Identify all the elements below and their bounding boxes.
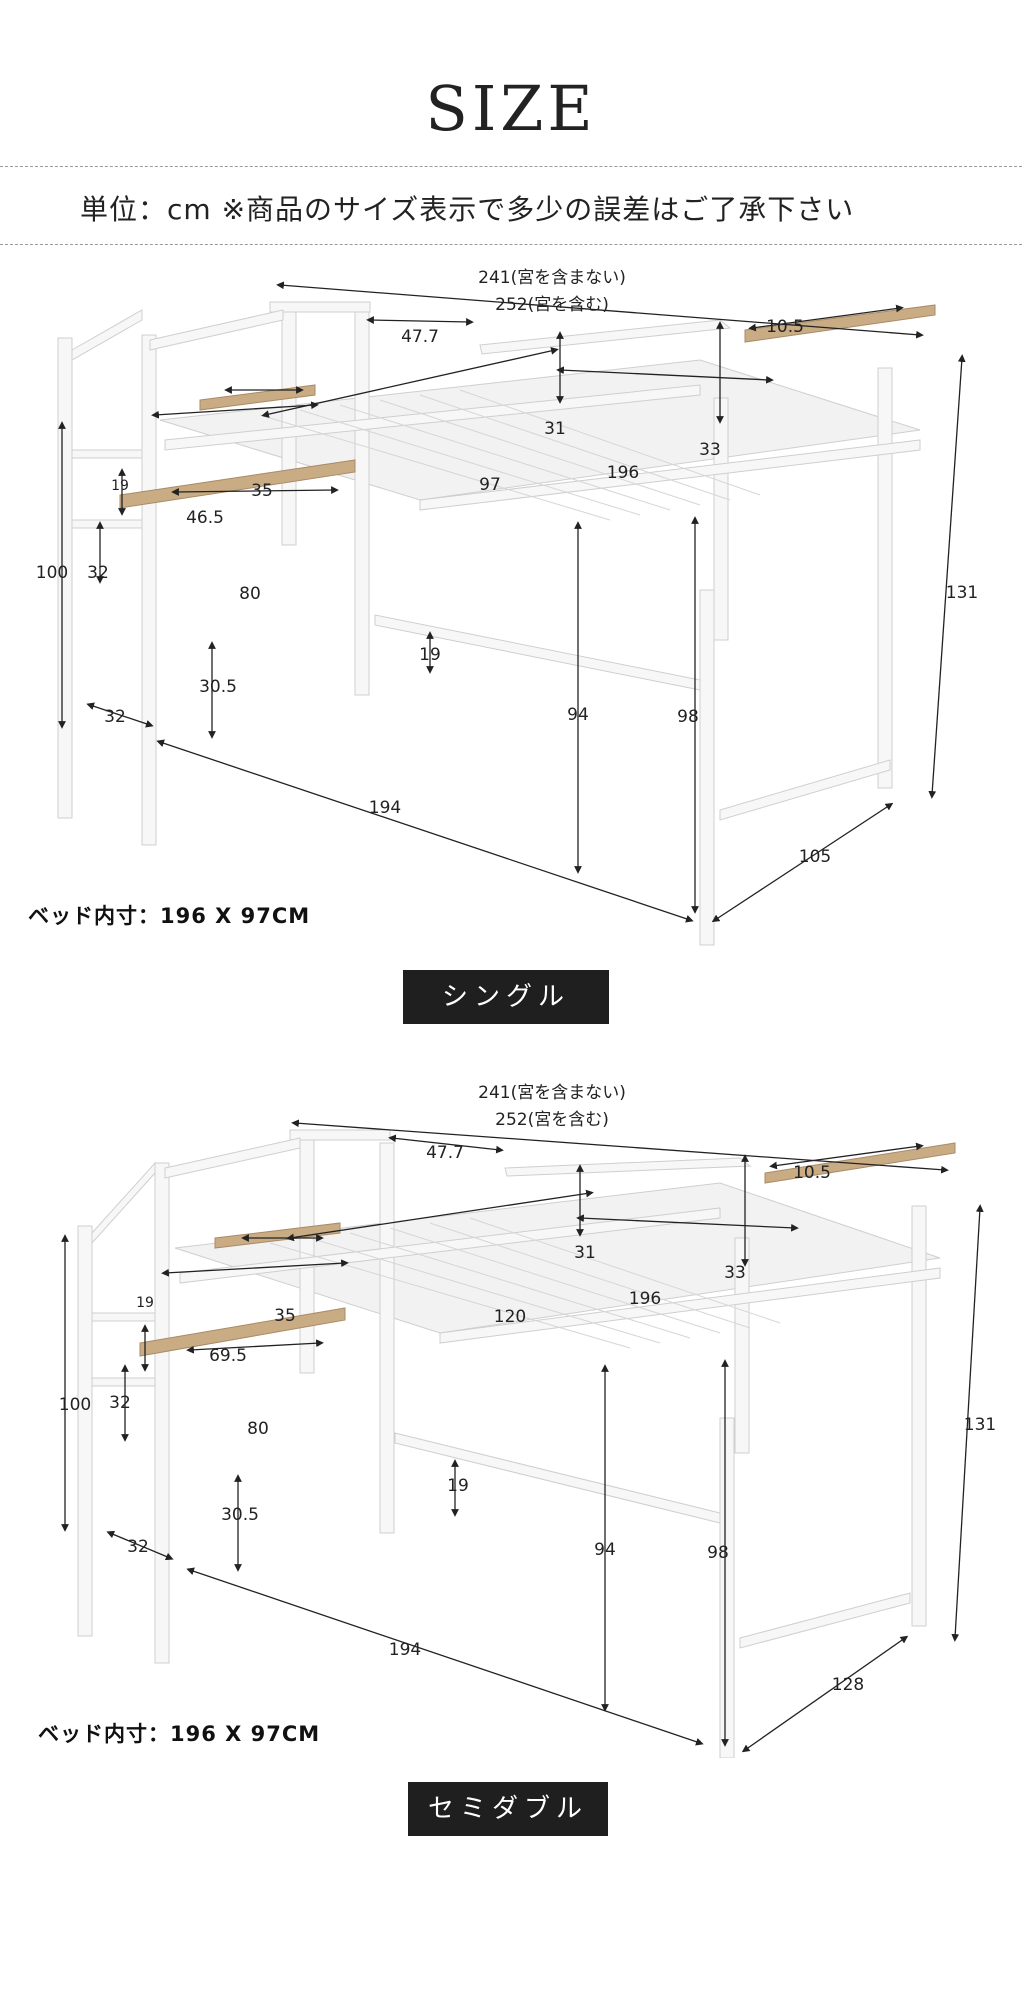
dim-depth: 105 [799, 847, 831, 867]
dim-depth: 128 [832, 1675, 864, 1695]
dim-length-with-headboard: 252(宮を含む) [495, 1110, 609, 1130]
dim-length-no-headboard: 241(宮を含まない) [478, 1083, 626, 1103]
dim-98: 98 [707, 1543, 729, 1563]
dim-35: 35 [251, 481, 273, 501]
dim-100: 100 [59, 1395, 91, 1415]
divider [0, 244, 1022, 245]
type-label-semi-double: セミダブル [408, 1782, 608, 1836]
dim-30-5: 30.5 [199, 677, 237, 697]
dim-98: 98 [677, 707, 699, 727]
bed-diagram-semi-double: 241(宮を含まない) 252(宮を含む) 47.7 10.5 31 33 19… [59, 1083, 996, 1758]
dim-30-5: 30.5 [221, 1505, 259, 1525]
dim-47-7: 47.7 [426, 1143, 464, 1163]
dim-length-with-headboard: 252(宮を含む) [495, 295, 609, 315]
dim-131: 131 [946, 583, 978, 603]
dim-step-19: 19 [136, 1295, 154, 1311]
dim-32-b: 32 [127, 1537, 149, 1557]
dim-length-no-headboard: 241(宮を含まない) [478, 268, 626, 288]
page-title: SIZE [425, 72, 597, 145]
dim-width: 120 [494, 1307, 526, 1327]
dim-131: 131 [964, 1415, 996, 1435]
dim-196: 196 [607, 463, 639, 483]
inner-size-single: ベッド内寸：196 X 97CM [28, 904, 311, 928]
dim-step-19: 19 [111, 478, 129, 494]
dim-32: 32 [109, 1393, 131, 1413]
bed-diagram-single: 241(宮を含まない) 252(宮を含む) 47.7 10.5 31 33 19… [36, 268, 978, 946]
type-label-single: シングル [403, 970, 609, 1024]
dim-32: 32 [87, 563, 109, 583]
divider [0, 166, 1022, 167]
dim-33: 33 [699, 440, 721, 460]
dim-33: 33 [724, 1263, 746, 1283]
dim-shelf-width: 46.5 [186, 508, 224, 528]
dim-47-7: 47.7 [401, 327, 439, 347]
dim-194: 194 [389, 1640, 421, 1660]
dim-32-b: 32 [104, 707, 126, 727]
dim-196: 196 [629, 1289, 661, 1309]
unit-note: 単位：cm ※商品のサイズ表示で多少の誤差はご了承下さい [80, 193, 855, 226]
dim-10-5: 10.5 [793, 1163, 831, 1183]
dim-19-b: 19 [447, 1476, 469, 1496]
dim-80: 80 [247, 1419, 269, 1439]
dim-31: 31 [544, 419, 566, 439]
dim-100: 100 [36, 563, 68, 583]
dim-194: 194 [369, 798, 401, 818]
inner-size-semi-double: ベッド内寸：196 X 97CM [38, 1722, 321, 1746]
dim-80: 80 [239, 584, 261, 604]
dim-94: 94 [567, 705, 589, 725]
dim-31: 31 [574, 1243, 596, 1263]
dim-width: 97 [479, 475, 501, 495]
dim-35: 35 [274, 1306, 296, 1326]
dim-10-5: 10.5 [766, 317, 804, 337]
dim-19-b: 19 [419, 645, 441, 665]
dim-94: 94 [594, 1540, 616, 1560]
dim-shelf-width: 69.5 [209, 1346, 247, 1366]
